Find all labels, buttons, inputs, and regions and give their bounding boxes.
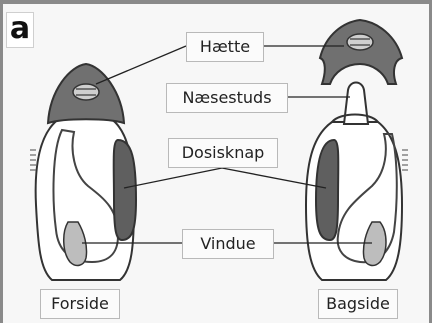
dose-leader-left	[124, 168, 222, 188]
panel-letter: a	[6, 12, 34, 48]
window-label: Vindue	[182, 229, 274, 259]
back-device-nozzle	[344, 83, 368, 125]
back-side-ribs	[402, 150, 408, 170]
back-device	[306, 20, 408, 280]
front-cap-grip	[73, 84, 99, 100]
back-cap-grip	[347, 34, 373, 50]
back-detached-cap	[320, 20, 402, 84]
back-label: Bagside	[318, 289, 398, 319]
nozzle-label: Næsestuds	[166, 83, 288, 113]
front-label: Forside	[40, 289, 120, 319]
dose-button-label: Dosisknap	[168, 138, 278, 168]
cap-label: Hætte	[186, 32, 264, 62]
front-side-ribs	[30, 150, 36, 170]
cap-leader-left	[96, 46, 186, 84]
front-device	[30, 64, 136, 280]
front-dose-button	[114, 140, 136, 240]
